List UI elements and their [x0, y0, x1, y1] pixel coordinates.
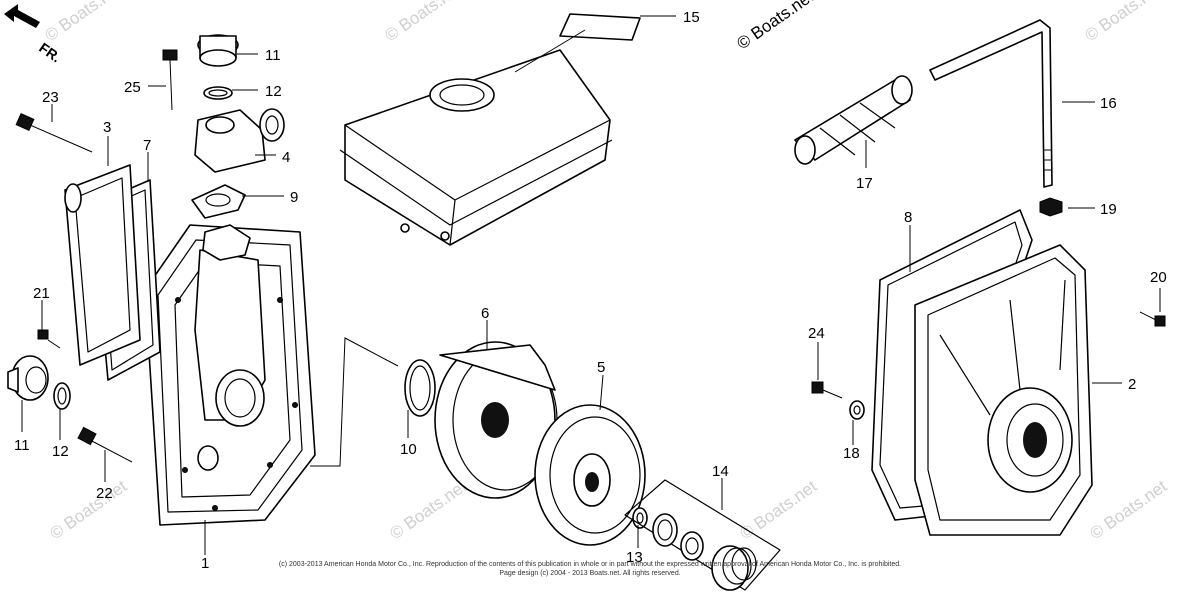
watermark: © Boats.net — [46, 476, 130, 543]
callout-7: 7 — [143, 137, 151, 154]
part-20-bolt — [1139, 311, 1166, 327]
watermark: © Boats.net — [386, 476, 470, 543]
callout-4: 4 — [282, 149, 290, 166]
callout-12-top: 12 — [265, 83, 282, 100]
leader-lines — [21, 15, 1161, 555]
callout-21: 21 — [33, 285, 50, 302]
part-11-drain-cap — [7, 355, 49, 401]
watermark: © Boats.net — [1086, 476, 1170, 543]
part-2-rear-cover — [914, 244, 1093, 536]
callout-3: 3 — [103, 119, 111, 136]
copyright-notice: (c) 2003-2013 American Honda Motor Co., … — [0, 560, 1180, 578]
part-11-filler-cap — [197, 34, 239, 67]
callout-20: 20 — [1150, 269, 1167, 286]
part-18-washer — [849, 400, 865, 420]
callout-24: 24 — [808, 325, 825, 342]
fuel-tank — [339, 49, 613, 246]
callout-12-left: 12 — [52, 443, 69, 460]
watermark: © Boats.net — [1081, 0, 1165, 45]
part-6-volute-casing — [434, 341, 558, 499]
part-24-bolt — [811, 381, 843, 399]
part-25-stud-bolt — [162, 49, 178, 111]
callout-14: 14 — [712, 463, 729, 480]
callout-2: 2 — [1128, 376, 1136, 393]
part-9-flange-gasket — [191, 184, 246, 219]
callout-13: 13 — [626, 549, 643, 566]
watermark: © Boats.net — [736, 476, 820, 543]
callout-11-top: 11 — [265, 47, 281, 64]
page-design-line: Page design (c) 2004 - 2013 Boats.net. A… — [499, 570, 681, 577]
callout-1: 1 — [201, 555, 209, 572]
callout-6: 6 — [481, 305, 489, 322]
callout-18: 18 — [843, 445, 860, 462]
part-16-handle-pipe — [929, 19, 1053, 188]
callout-17: 17 — [856, 175, 873, 192]
part-15-label — [559, 13, 641, 41]
part-10-o-ring — [404, 359, 436, 417]
part-12-o-ring — [203, 86, 233, 100]
callout-22: 22 — [96, 485, 113, 502]
callout-23: 23 — [42, 89, 59, 106]
part-3-side-plate — [64, 164, 141, 366]
part-17-handle-grip — [794, 75, 913, 165]
part-13-washer — [632, 507, 648, 529]
callout-9: 9 — [290, 189, 298, 206]
watermark: © Boats.net — [41, 0, 125, 45]
part-1-cover-housing — [144, 224, 316, 526]
part-23-bolt — [15, 113, 93, 153]
callout-16: 16 — [1100, 95, 1117, 112]
callout-11-left: 11 — [14, 437, 30, 454]
part-21-bolt — [37, 329, 61, 349]
watermark-dark: © Boats.net — [733, 0, 817, 53]
callout-19: 19 — [1100, 201, 1117, 218]
direction-label: FR. — [36, 39, 64, 65]
part-5-impeller — [534, 404, 646, 546]
part-19-nut — [1039, 197, 1063, 217]
part-22-bolt — [77, 426, 133, 463]
callout-10: 10 — [400, 441, 417, 458]
part-4-outlet-fitting — [194, 108, 285, 173]
watermark: © Boats.net — [381, 0, 465, 45]
callout-15: 15 — [683, 9, 700, 26]
callout-8: 8 — [904, 209, 912, 226]
callout-5: 5 — [597, 359, 605, 376]
part-12-washer — [53, 382, 71, 410]
copyright-line: (c) 2003-2013 American Honda Motor Co., … — [278, 561, 902, 568]
callout-numbers: 15 11 12 25 4 9 23 3 7 21 11 12 22 1 10 … — [14, 9, 1167, 572]
callout-25: 25 — [124, 79, 141, 96]
part-14-mechanical-seal — [624, 479, 781, 591]
